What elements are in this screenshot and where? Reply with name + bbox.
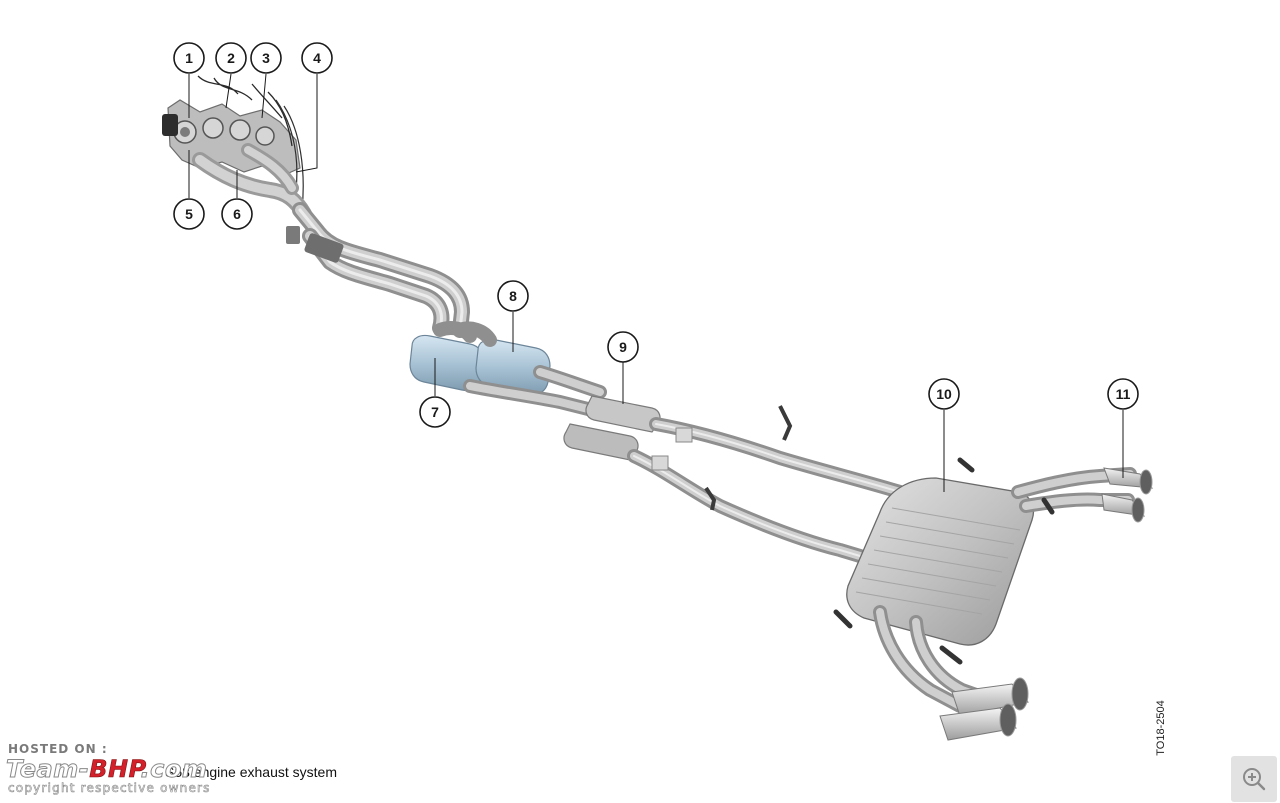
callout-1: 1 [173,42,205,74]
front-pipes [286,202,470,338]
svg-text:8: 8 [509,288,517,304]
catalytic-converters [409,321,551,396]
watermark-copyright: copyright respective owners [8,781,211,796]
callout-4: 4 [301,42,333,74]
callout-2: 2 [215,42,247,74]
tailpipes [939,467,1154,741]
callout-8: 8 [497,280,529,312]
watermark-team: Team- [5,755,90,784]
watermark-com: .com [140,755,208,784]
mid-pipes [463,365,661,461]
svg-text:9: 9 [619,339,627,355]
leader-lines [188,73,1124,492]
zoom-in-icon [1243,768,1266,791]
svg-text:7: 7 [431,404,439,420]
figure-code: TO18-2504 [1155,700,1167,756]
svg-text:10: 10 [936,386,952,402]
svg-text:2: 2 [227,50,235,66]
exhaust-manifold-assembly [162,75,312,222]
callout-10: 10 [928,378,960,410]
watermark: HOSTED ON : Team-BHP.com copyright respe… [5,741,306,801]
rear-muffler [833,457,1137,713]
callout-9: 9 [607,331,639,363]
callout-3: 3 [250,42,282,74]
callout-6: 6 [221,198,253,230]
svg-text:4: 4 [313,50,321,66]
figure-caption: S58 engine exhaust system [165,764,337,780]
callout-5: 5 [173,198,205,230]
callout-7: 7 [419,396,451,428]
watermark-bhp: BHP [89,755,141,784]
svg-text:1: 1 [185,50,193,66]
svg-text:5: 5 [185,206,193,222]
watermark-logo: Team-BHP.com [5,755,208,784]
watermark-hosted-text: HOSTED ON : [8,742,108,756]
svg-text:3: 3 [262,50,270,66]
zoom-button[interactable] [1231,756,1277,802]
svg-text:11: 11 [1116,386,1131,402]
rear-pipes [627,405,937,563]
callout-11: 11 [1107,378,1139,410]
svg-text:6: 6 [233,206,241,222]
